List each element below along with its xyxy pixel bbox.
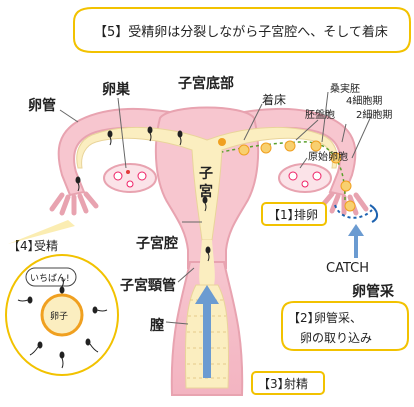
- step2-line1: 卵管采、: [314, 310, 362, 325]
- label-haibanhou: 胚盤胞: [305, 108, 335, 121]
- label-step2: 【2】 卵管采、 卵の取り込み: [281, 301, 409, 351]
- catch-arrow: [348, 224, 364, 258]
- label-chakushou: 着床: [262, 92, 286, 107]
- embryo-path: [218, 138, 352, 201]
- label-2saibou: 2細胞期: [356, 108, 392, 121]
- label-genshiranpou: 原始卵胞: [308, 150, 348, 163]
- label-catch: CATCH: [326, 261, 369, 276]
- sperm-direction-arrow: [195, 285, 219, 378]
- step4-num: 【4】: [8, 239, 40, 253]
- label-ransou: 卵巣: [102, 81, 131, 98]
- ovary-left: [103, 163, 157, 193]
- label-step4: 【4】 受精: [8, 239, 58, 253]
- label-rankansai: 卵管采: [352, 283, 395, 300]
- label-shikyu-2: 宮: [199, 183, 213, 200]
- ovary-right: [278, 163, 332, 193]
- label-4saibou: 4細胞期: [346, 94, 382, 107]
- label-step5: 【5】受精卵は分裂しながら子宮腔へ、そして着床: [73, 7, 411, 53]
- step5-text: 【5】受精卵は分裂しながら子宮腔へ、そして着床: [94, 24, 388, 40]
- label-chitsu: 膣: [150, 317, 164, 334]
- label-shikyukou: 子宮腔: [136, 235, 178, 252]
- step3-num: 【3】: [258, 377, 290, 391]
- fimbriae-right: [319, 191, 369, 216]
- step4-text: 受精: [34, 239, 58, 253]
- label-soujitsuhai: 桑実胚: [330, 82, 360, 95]
- ichiban-text: いちばん!: [30, 273, 70, 284]
- ranshi-text: 卵子: [50, 311, 68, 322]
- step1-text: 排卵: [294, 208, 318, 222]
- label-shikyukeikan: 子宮頸管: [120, 277, 176, 294]
- fimbriae-left: [49, 191, 99, 216]
- sperm-left-tube: [75, 126, 211, 262]
- fertilization-bubble: いちばん! 卵子: [5, 220, 119, 376]
- label-shikyu-1: 子: [199, 166, 213, 182]
- step3-text: 射精: [284, 376, 308, 391]
- label-step3: 【3】 射精: [251, 371, 325, 395]
- label-shikyuteibu: 子宮底部: [178, 75, 234, 92]
- label-step1: 【1】 排卵: [261, 202, 327, 226]
- egg-catch: [334, 200, 378, 223]
- step2-line2: 卵の取り込み: [300, 331, 372, 345]
- label-rankan: 卵管: [28, 97, 56, 114]
- step1-num: 【1】: [268, 208, 300, 222]
- step2-num: 【2】: [288, 311, 320, 325]
